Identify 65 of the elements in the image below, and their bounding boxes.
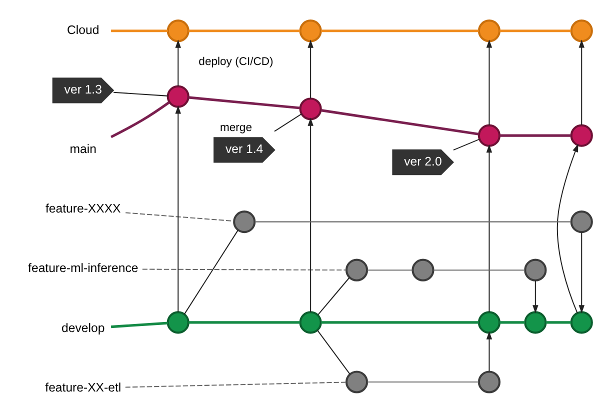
arrow xyxy=(486,144,492,312)
connector xyxy=(188,30,300,32)
connector xyxy=(110,101,170,138)
node-circle xyxy=(524,258,547,282)
node-circle xyxy=(345,370,368,394)
connector xyxy=(125,382,346,388)
node-circle xyxy=(524,311,547,334)
node-text: feature-XX-etl xyxy=(45,380,122,394)
connector xyxy=(142,268,346,271)
node-circle xyxy=(299,311,322,334)
connector xyxy=(367,270,412,271)
arrow xyxy=(486,331,492,372)
connector xyxy=(367,381,479,382)
node-circle xyxy=(478,311,501,334)
connector xyxy=(126,212,234,222)
node-text: Cloud xyxy=(67,23,100,38)
node-circle xyxy=(478,20,501,42)
arrow xyxy=(578,40,584,125)
node-circle xyxy=(478,370,501,394)
connector xyxy=(188,321,300,324)
node-circle xyxy=(166,311,190,334)
connector xyxy=(433,270,525,271)
connector xyxy=(184,230,238,314)
connector xyxy=(453,138,480,150)
node-circle xyxy=(412,258,434,282)
node-circle xyxy=(570,210,593,234)
arrow xyxy=(556,144,578,314)
node-circle xyxy=(299,20,322,42)
connector xyxy=(320,109,479,136)
arrow xyxy=(578,232,584,314)
node-text: feature-XXXX xyxy=(45,202,121,216)
node-text: feature-ml-inference xyxy=(28,261,138,276)
connector xyxy=(316,330,350,374)
connector xyxy=(111,30,168,32)
node-text: develop xyxy=(62,320,105,335)
connector xyxy=(110,322,168,328)
node-circle xyxy=(570,124,593,147)
arrow xyxy=(308,118,314,312)
arrow xyxy=(175,106,181,312)
arrow xyxy=(308,40,314,99)
edge-label: merge xyxy=(220,122,252,134)
edge-label: deploy (CI/CD) xyxy=(198,56,274,68)
node-circle xyxy=(166,85,190,108)
node-circle xyxy=(570,20,593,42)
connector xyxy=(500,134,572,137)
node-circle xyxy=(478,124,501,147)
node-circle xyxy=(233,210,256,234)
node-circle xyxy=(570,311,593,334)
connector xyxy=(254,221,572,222)
arrow xyxy=(532,280,538,314)
node-circle xyxy=(345,258,368,282)
connector xyxy=(500,321,526,324)
connector xyxy=(321,30,479,32)
connector xyxy=(321,321,479,324)
connector xyxy=(500,30,572,32)
connector xyxy=(546,321,572,324)
connector xyxy=(188,96,300,110)
connector xyxy=(274,114,302,132)
arrow xyxy=(486,40,492,125)
arrow xyxy=(175,40,181,86)
node-text: main xyxy=(70,142,96,156)
node-circle xyxy=(299,98,322,120)
node-circle xyxy=(166,20,190,42)
connector xyxy=(318,277,350,316)
connector xyxy=(114,92,168,96)
